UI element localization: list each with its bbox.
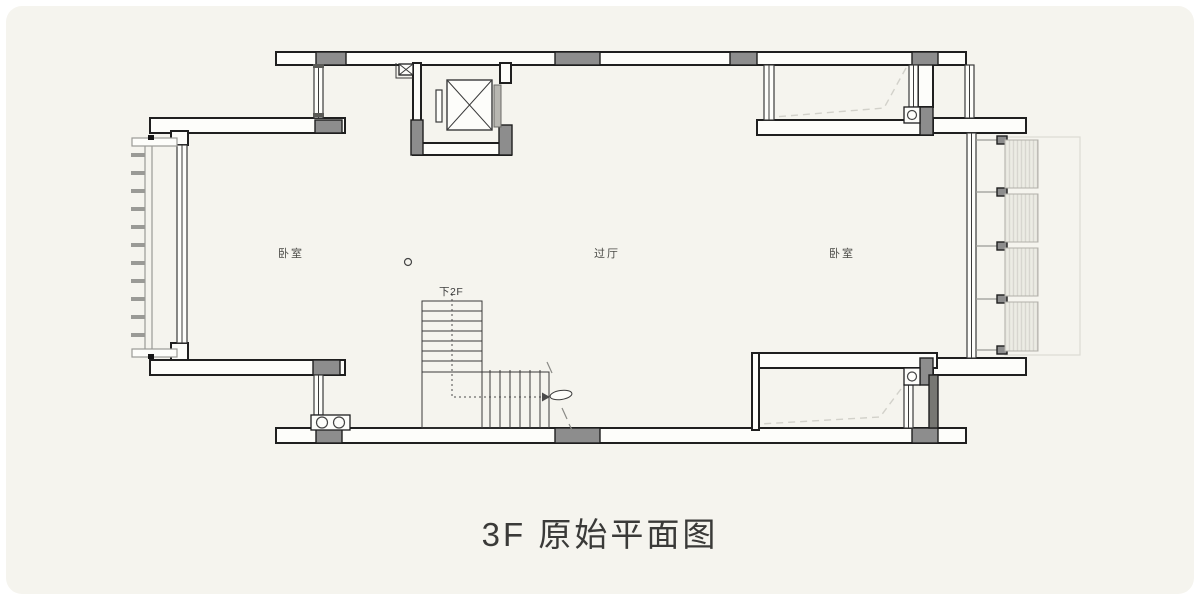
outer-walls — [149, 51, 1027, 444]
balcony-dashed-lines — [759, 67, 907, 425]
stair-direction-label: 下2F — [439, 286, 463, 298]
room-label-bedroom-left: 卧室 — [278, 246, 304, 260]
pipe-fixture-bottom-right — [903, 367, 921, 386]
right-shutter-panels — [976, 135, 1039, 355]
elevator-x-mark — [446, 79, 493, 131]
room-label-bedroom-right: 卧室 — [829, 246, 855, 260]
room-labels: 卧室 过厅 卧室 — [278, 246, 855, 260]
pipe-fixture-bottom-left — [310, 414, 351, 431]
plan-title: 3F 原始平面图 — [482, 516, 719, 553]
stair-route-arrow — [542, 392, 550, 402]
fixtures — [310, 106, 921, 431]
windows — [170, 64, 977, 429]
stair-route — [451, 294, 543, 398]
floor-plan-drawing: 下2F 卧室 过厅 卧室 3F 原始平面图 — [131, 51, 1081, 553]
hall-point-marker — [403, 257, 413, 267]
room-label-hall: 过厅 — [594, 247, 620, 260]
door-leaf — [549, 389, 573, 401]
pipe-fixture-top-right — [903, 106, 921, 124]
floor-plan-canvas: 下2F 卧室 过厅 卧室 3F 原始平面图 — [6, 6, 1194, 594]
elevator — [398, 63, 502, 131]
elevator-door — [493, 84, 502, 128]
structural-columns — [312, 51, 939, 444]
left-balcony-railing — [131, 135, 178, 359]
staircase: 下2F — [421, 286, 573, 431]
elevator-counterweight — [435, 89, 443, 123]
